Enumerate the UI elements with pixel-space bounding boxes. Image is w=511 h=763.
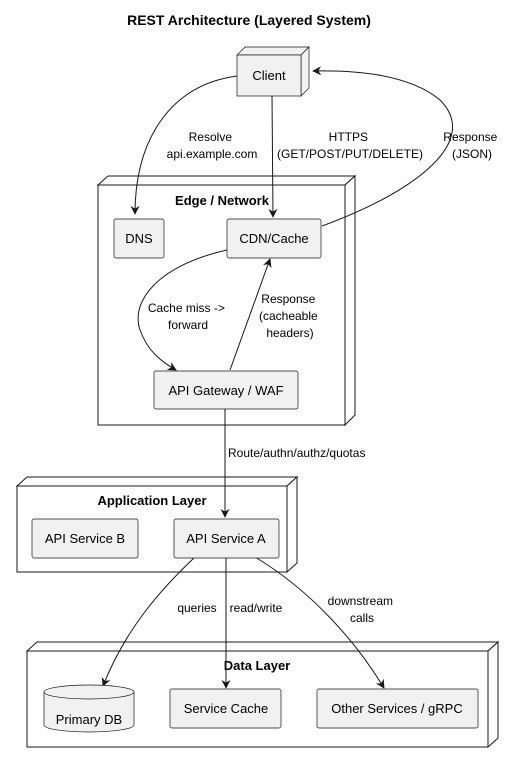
edge-label-https: HTTPS (GET/POST/PUT/DELETE) <box>277 130 423 161</box>
edge-service-a-primary-db <box>101 556 196 687</box>
group-label-data-layer: Data Layer <box>224 658 290 673</box>
edge-service-a-other-services <box>254 556 385 689</box>
node-cdn-cache: CDN/Cache <box>226 218 322 259</box>
edge-cdn-client-response <box>312 66 453 227</box>
edge-labels: Resolve api.example.com HTTPS (GET/POST/… <box>148 130 500 625</box>
node-dns-label: DNS <box>125 231 153 246</box>
edges <box>101 66 453 689</box>
edge-cdn-gateway-cache-miss <box>137 249 228 371</box>
group-label-edge-network: Edge / Network <box>175 193 270 208</box>
edge-label-response-json: Response (JSON) <box>443 130 500 161</box>
diagram-title: REST Architecture (Layered System) <box>127 12 371 28</box>
node-service-cache-label: Service Cache <box>184 701 269 716</box>
node-primary-db-label: Primary DB <box>56 712 122 727</box>
node-other-services-label: Other Services / gRPC <box>331 701 463 716</box>
node-other-services: Other Services / gRPC <box>316 688 479 729</box>
node-primary-db: Primary DB <box>43 684 135 733</box>
node-api-gateway-label: API Gateway / WAF <box>168 383 283 398</box>
edge-client-dns <box>130 75 238 215</box>
edge-gateway-cdn-response <box>229 258 272 371</box>
node-dns: DNS <box>113 218 165 259</box>
node-api-gateway: API Gateway / WAF <box>153 370 299 410</box>
edge-label-response-cacheable: Response (cacheable headers) <box>259 292 321 340</box>
edge-label-queries: queries <box>177 601 216 615</box>
node-service-cache: Service Cache <box>169 688 282 729</box>
node-client-label: Client <box>252 68 286 83</box>
edge-label-cache-miss: Cache miss -> forward <box>148 301 228 332</box>
node-api-service-b-label: API Service B <box>45 531 125 546</box>
edge-label-resolve: Resolve api.example.com <box>167 130 258 161</box>
node-api-service-b: API Service B <box>31 518 139 559</box>
node-client: Client <box>236 46 310 97</box>
edge-label-route: Route/authn/authz/quotas <box>228 446 365 460</box>
edge-client-cdn <box>268 95 278 218</box>
node-api-service-a: API Service A <box>173 518 280 559</box>
node-api-service-a-label: API Service A <box>186 531 266 546</box>
edge-label-downstream: downstream calls <box>328 594 397 625</box>
group-label-application-layer: Application Layer <box>97 493 206 508</box>
edge-label-read-write: read/write <box>230 601 283 615</box>
node-cdn-cache-label: CDN/Cache <box>239 231 308 246</box>
